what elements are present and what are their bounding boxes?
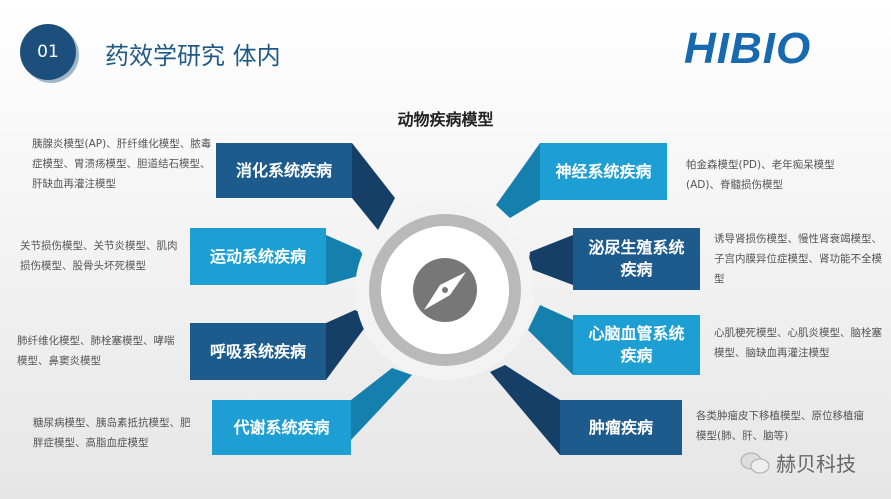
category-cardio: 心脑血管系统疾病	[573, 315, 700, 375]
category-motor: 运动系统疾病	[190, 228, 326, 285]
section-number-badge: 01	[20, 24, 76, 80]
wechat-icon	[740, 452, 770, 473]
desc-urogenital: 诱导肾损伤模型、慢性肾衰竭模型、子宫内膜异位症模型、肾功能不全模型	[714, 233, 882, 285]
desc-digestive: 胰腺炎模型(AP)、肝纤维化模型、脓毒症模型、胃溃疡模型、胆道结石模型、肝缺血再…	[32, 138, 212, 190]
desc-metabolic: 糖尿病模型、胰岛素抵抗模型、肥胖症模型、高脂血症模型	[33, 417, 191, 449]
wechat-watermark: 赫贝科技	[740, 448, 856, 477]
category-respiratory: 呼吸系统疾病	[190, 323, 326, 380]
connector-metabolic	[351, 368, 412, 440]
connector-cardio	[528, 305, 573, 375]
category-tumor: 肿瘤疾病	[560, 400, 682, 455]
category-urogenital: 泌尿生殖系统疾病	[573, 228, 700, 290]
page-title: 药效学研究 体内	[105, 42, 281, 70]
connector-neuro	[496, 143, 540, 218]
category-metabolic: 代谢系统疾病	[212, 400, 351, 455]
desc-cardio: 心肌梗死模型、心肌炎模型、脑栓塞模型、脑缺血再灌注模型	[714, 327, 882, 359]
category-digestive: 消化系统疾病	[216, 143, 352, 198]
hibio-logo: HIBIO	[684, 24, 812, 73]
watermark-text: 赫贝科技	[776, 452, 856, 476]
connector-digestive	[352, 143, 395, 230]
compass-icon	[413, 258, 477, 322]
desc-motor: 关节损伤模型、关节炎模型、肌肉损伤模型、股骨头坏死模型	[20, 240, 178, 272]
connector-respiratory	[326, 310, 372, 380]
desc-neuro: 帕金森模型(PD)、老年痴呆模型(AD)、脊髓损伤模型	[686, 159, 835, 191]
connector-tumor	[490, 365, 560, 455]
connector-urogenital	[528, 235, 573, 285]
category-neuro: 神经系统疾病	[540, 143, 667, 200]
desc-tumor: 各类肿瘤皮下移植模型、原位移植瘤模型(肺、肝、脑等)	[696, 410, 864, 442]
hub-ring	[369, 214, 521, 366]
desc-respiratory: 肺纤维化模型、肺栓塞模型、哮喘模型、鼻窦炎模型	[17, 335, 175, 367]
diagram-title: 动物疾病模型	[397, 110, 494, 129]
